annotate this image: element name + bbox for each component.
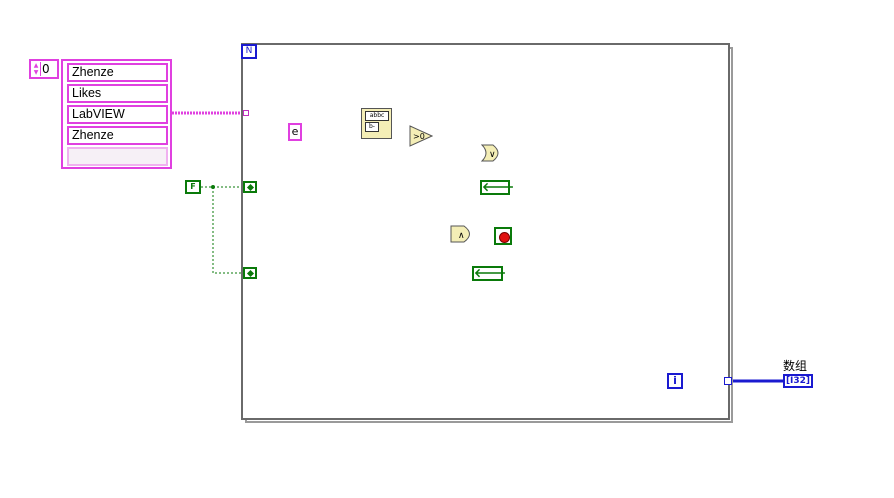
split-icon: b- (365, 122, 379, 132)
bool-wire-f2 (212, 187, 243, 274)
stop-icon (499, 232, 510, 243)
array-index-display[interactable]: ▲▼ 0 (29, 59, 59, 79)
diamond-icon (246, 183, 255, 192)
and-label: ∧ (458, 231, 465, 241)
loop-count-terminal[interactable]: N (241, 44, 257, 59)
index-output-tunnel[interactable] (724, 377, 732, 385)
search-split-string-node[interactable]: abbc b- (361, 108, 392, 139)
loop-stop-terminal[interactable] (494, 227, 512, 245)
or-label: ∨ (489, 150, 496, 160)
while-loop[interactable] (241, 43, 730, 420)
char-constant[interactable]: e (288, 123, 302, 141)
array-element[interactable]: Zhenze (67, 63, 168, 82)
indicator-label: 数组 (783, 359, 808, 373)
diamond-icon (246, 269, 255, 278)
resize-handle-icon[interactable] (719, 410, 729, 420)
array-element[interactable]: LabVIEW (67, 105, 168, 124)
array-index-value[interactable]: 0 (42, 62, 50, 76)
feedback-node[interactable]: 🡐 (480, 180, 515, 195)
array-element[interactable]: Zhenze (67, 126, 168, 145)
greater-than-zero-node[interactable]: >0 (409, 125, 433, 147)
array-indicator[interactable]: [I32] (783, 374, 813, 388)
shift-register-left[interactable] (243, 267, 257, 279)
index-spinner-icon[interactable]: ▲▼ (32, 62, 41, 76)
left-arrow-icon: 🡐 (482, 180, 515, 194)
false-constant[interactable]: F (185, 180, 201, 194)
feedback-node[interactable]: 🡐 (472, 266, 507, 281)
left-arrow-icon: 🡐 (474, 266, 507, 280)
compare-label: >0 (413, 132, 425, 141)
search-label: abbc (365, 111, 389, 121)
shift-register-left[interactable] (243, 181, 257, 193)
array-element[interactable]: Likes (67, 84, 168, 103)
array-element-empty[interactable] (67, 147, 168, 166)
and-node[interactable]: ∧ (450, 225, 476, 243)
string-array-tunnel[interactable] (243, 110, 249, 116)
loop-iteration-terminal[interactable]: i (667, 373, 683, 389)
or-node[interactable]: ∨ (481, 144, 505, 162)
string-array-constant[interactable]: Zhenze Likes LabVIEW Zhenze (61, 59, 172, 169)
